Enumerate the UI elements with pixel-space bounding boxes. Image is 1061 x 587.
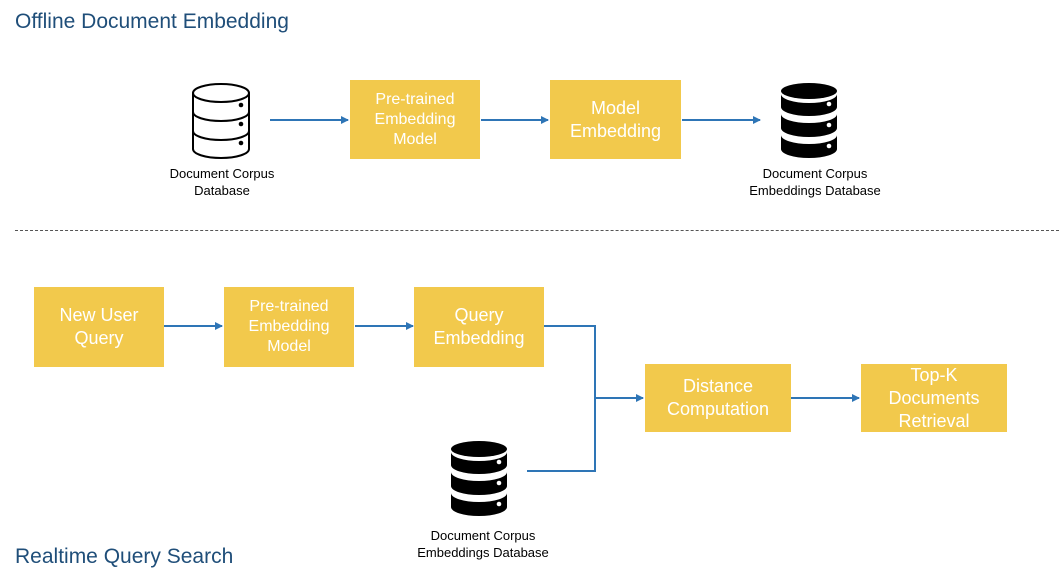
query-embedding-label: Query Embedding	[433, 305, 525, 348]
model-embedding-box: Model Embedding	[550, 80, 681, 159]
offline-section-title: Offline Document Embedding	[15, 10, 289, 33]
database-outline-icon	[192, 83, 250, 159]
offline-pretrained-model-label: Pre-trained Embedding Model	[374, 90, 456, 148]
arrow-query-embedding-to-distance	[544, 325, 644, 402]
database-filled-icon	[781, 83, 837, 158]
arrow-embeddings-db-to-distance	[527, 398, 596, 472]
topk-retrieval-label: Top-K Documents Retrieval	[888, 364, 980, 431]
corpus-db-caption: Document Corpus Database	[169, 166, 275, 198]
topk-retrieval-box: Top-K Documents Retrieval	[861, 364, 1007, 432]
realtime-embeddings-db-caption: Document Corpus Embeddings Database	[417, 528, 549, 560]
offline-pretrained-model-box: Pre-trained Embedding Model	[350, 80, 480, 159]
distance-computation-label: Distance Computation	[666, 376, 770, 419]
new-user-query-label: New User Query	[59, 305, 139, 348]
realtime-pretrained-model-label: Pre-trained Embedding Model	[248, 298, 330, 355]
realtime-section-title: Realtime Query Search	[15, 545, 234, 568]
query-embedding-box: Query Embedding	[414, 287, 544, 367]
offline-embeddings-db-caption: Document Corpus Embeddings Database	[749, 166, 881, 198]
realtime-pretrained-model-box: Pre-trained Embedding Model	[224, 287, 354, 367]
database-filled-icon	[451, 441, 507, 516]
section-divider	[15, 230, 1059, 231]
model-embedding-label: Model Embedding	[569, 97, 662, 141]
new-user-query-box: New User Query	[34, 287, 164, 367]
distance-computation-box: Distance Computation	[645, 364, 791, 432]
